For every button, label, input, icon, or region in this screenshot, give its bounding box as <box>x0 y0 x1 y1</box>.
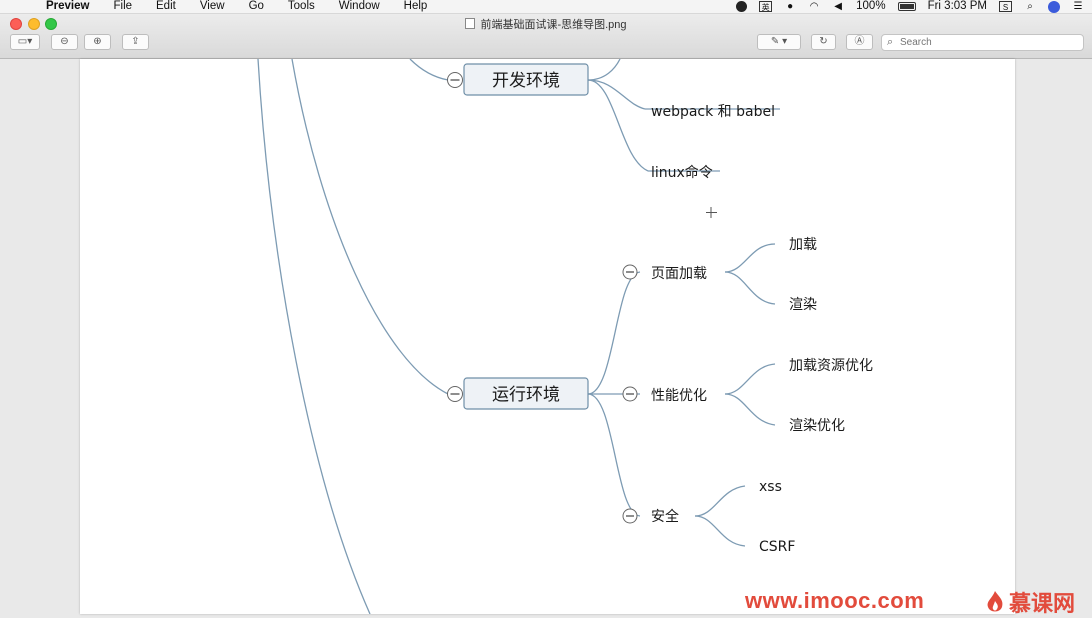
siri-icon[interactable] <box>1048 0 1060 13</box>
share-button[interactable]: ⇪ <box>122 34 149 50</box>
leaf-label: 渲染优化 <box>789 418 845 434</box>
root-connector <box>291 59 449 395</box>
subtopic-label: 性能优化 <box>651 388 707 404</box>
menu-tools[interactable]: Tools <box>287 0 315 12</box>
leaf-label: webpack 和 babel <box>651 104 775 120</box>
wifi-icon[interactable]: ◠ <box>809 1 819 12</box>
main-topic-label: 开发环境 <box>492 71 560 91</box>
wechat-icon[interactable]: ● <box>787 1 794 12</box>
search-field[interactable]: ⌕ <box>881 34 1084 51</box>
minimize-window-button[interactable] <box>28 18 40 30</box>
clock[interactable]: Fri 3:03 PM <box>927 0 987 12</box>
zoom-in-button[interactable]: ⊕ <box>84 34 111 50</box>
toggle-collapse-icon[interactable] <box>447 386 463 402</box>
menu-file[interactable]: File <box>113 0 133 12</box>
toggle-collapse-icon[interactable] <box>622 264 638 280</box>
window-title-text: 前端基础面试课-思维导图.png <box>480 19 627 31</box>
menu-go[interactable]: Go <box>248 0 264 12</box>
leaf-label: 加载资源优化 <box>789 358 873 374</box>
main-topic-box <box>463 377 589 410</box>
rotate-button[interactable]: ↻ <box>811 34 836 50</box>
leaf-connector <box>724 393 776 426</box>
brand-logo: 慕课网 <box>985 586 1075 618</box>
root-connector <box>257 59 371 614</box>
brand-name: 慕课网 <box>1009 592 1076 617</box>
window-titlebar: 前端基础面试课-思维导图.png ▭▾ ⊖ ⊕ ⇪ ✎ ▾ ↻ Ⓐ ⌕ <box>0 14 1092 59</box>
menu-edit[interactable]: Edit <box>156 0 176 12</box>
menu-app-preview[interactable]: Preview <box>46 0 90 12</box>
spotlight-icon[interactable]: ⌕ <box>1027 1 1033 12</box>
branch-connector <box>587 393 641 517</box>
battery-percent: 100% <box>856 0 886 12</box>
menu-help[interactable]: Help <box>403 0 428 12</box>
leaf-label: CSRF <box>759 539 795 555</box>
crosshair-cursor-icon <box>706 207 717 218</box>
leaf-label: 加载 <box>789 237 817 253</box>
image-page: 开发环境 webpack 和 babel linux命令 运行环境 <box>80 59 1015 614</box>
leaf-connector <box>724 271 776 305</box>
record-status-icon[interactable] <box>736 1 748 12</box>
menu-window[interactable]: Window <box>338 0 380 12</box>
branch-connector <box>587 271 641 395</box>
leaf-label: 渲染 <box>789 297 817 313</box>
document-viewport[interactable]: 开发环境 webpack 和 babel linux命令 运行环境 <box>0 59 1092 614</box>
markup-pen-button[interactable]: ✎ ▾ <box>757 34 801 50</box>
markup-toolbar-button[interactable]: Ⓐ <box>846 34 873 50</box>
root-connector <box>409 59 449 81</box>
toggle-collapse-icon[interactable] <box>622 508 638 524</box>
zoom-window-button[interactable] <box>45 18 57 30</box>
menu-view[interactable]: View <box>199 0 225 12</box>
leaf-connector <box>724 243 776 273</box>
subtopic-label: 安全 <box>651 508 679 525</box>
close-window-button[interactable] <box>10 18 22 30</box>
leaf-label: linux命令 <box>651 164 713 181</box>
search-icon: ⌕ <box>887 36 894 48</box>
leaf-connector <box>724 363 776 395</box>
volume-icon[interactable]: ◀ <box>834 1 842 12</box>
toggle-collapse-icon[interactable] <box>622 386 638 402</box>
zoom-out-button[interactable]: ⊖ <box>51 34 78 50</box>
document-icon <box>465 18 476 29</box>
screen-mirror-icon[interactable]: S <box>999 1 1012 12</box>
menu-bar: Preview File Edit View Go Tools Window H… <box>0 0 1092 14</box>
notification-center-icon[interactable]: ☰ <box>1073 1 1083 12</box>
leaf-label: xss <box>759 479 782 495</box>
battery-icon[interactable] <box>897 2 916 11</box>
main-topic-box <box>463 63 589 96</box>
watermark-url: www.imooc.com <box>745 588 925 613</box>
branch-connector <box>587 59 621 81</box>
leaf-connector <box>694 485 746 517</box>
sidebar-toggle-button[interactable]: ▭▾ <box>10 34 40 50</box>
window-title: 前端基础面试课-思维导图.png <box>0 16 1092 32</box>
mind-map: 开发环境 webpack 和 babel linux命令 运行环境 <box>257 59 873 614</box>
input-source-icon[interactable]: 英 <box>759 1 773 12</box>
branch-connector <box>587 79 646 110</box>
toggle-collapse-icon[interactable] <box>447 72 463 88</box>
search-input[interactable] <box>900 36 1080 49</box>
branch-connector <box>587 79 649 172</box>
flame-logo-icon <box>987 591 1003 612</box>
main-topic-label: 运行环境 <box>492 385 560 405</box>
subtopic-label: 页面加载 <box>651 266 707 282</box>
leaf-connector <box>694 515 746 547</box>
